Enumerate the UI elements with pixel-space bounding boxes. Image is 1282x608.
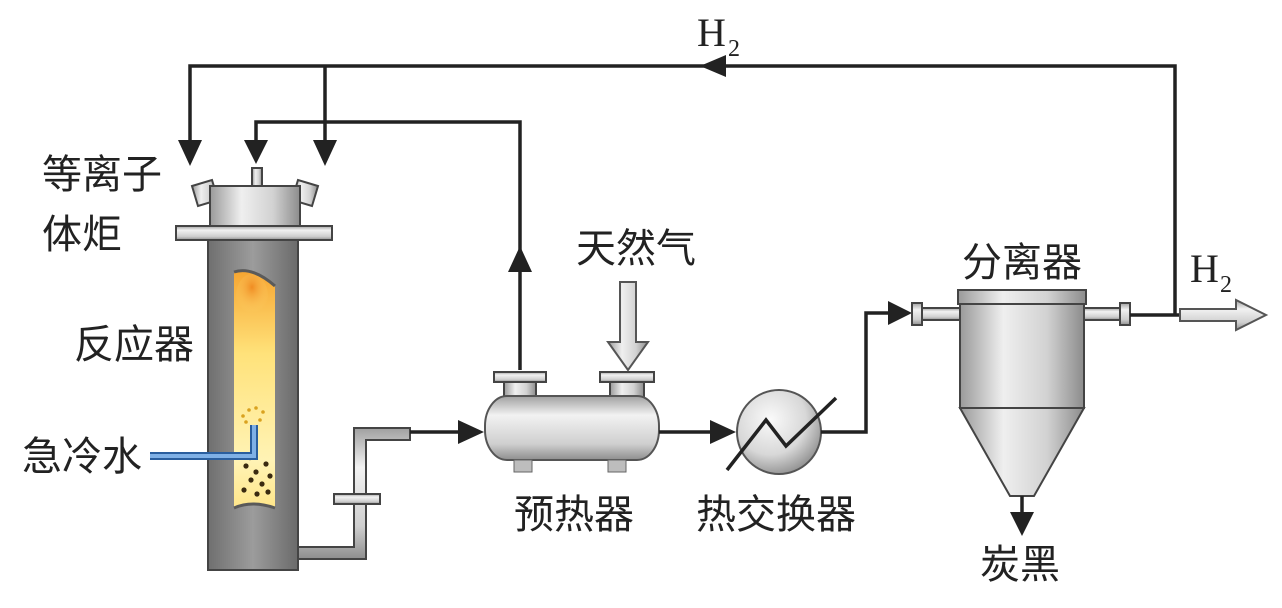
h2-recycle-subscript: 2	[728, 36, 740, 62]
heat-exchanger-inlet-arrow	[710, 420, 736, 444]
quench-water-label: 急冷水	[22, 434, 142, 479]
reactor	[207, 239, 299, 571]
torch-inlet-arrow-right	[313, 140, 337, 166]
preheater-label: 预热器	[514, 492, 634, 537]
heat-exchanger-outlet-line	[821, 301, 912, 434]
separator-inlet-arrow	[888, 301, 912, 325]
separator	[911, 289, 1131, 536]
h2-product-label: H	[1190, 246, 1219, 291]
carbon-black-label: 炭黑	[980, 542, 1060, 587]
plasma-torch-label-line2: 体炬	[42, 212, 122, 257]
reactor-outlet-pipe	[297, 420, 484, 560]
recycle-arrow-left	[700, 55, 726, 77]
torch-center-arrow	[244, 140, 268, 164]
h2-product-outlet	[1130, 298, 1269, 332]
preheater-inlet-arrow	[458, 420, 484, 444]
preheat-return-line	[244, 120, 532, 370]
plasma-torch	[175, 167, 333, 241]
torch-inlet-arrow-left	[178, 140, 202, 166]
natural-gas-arrow	[606, 281, 650, 372]
preheat-up-arrow	[508, 246, 532, 272]
h2-recycle-label: H	[697, 10, 726, 55]
preheater-outlet-line	[659, 420, 736, 444]
quench-spray	[241, 406, 265, 424]
heat-exchanger	[725, 389, 838, 475]
natural-gas-label: 天然气	[576, 226, 696, 271]
separator-label: 分离器	[962, 240, 1082, 285]
heat-exchanger-label: 热交换器	[696, 492, 856, 537]
quench-water-pipe	[150, 425, 258, 460]
carbon-black-out-arrow	[1010, 512, 1034, 536]
plasma-torch-label-line1: 等离子	[42, 152, 162, 197]
h2-recycle-line	[178, 55, 1177, 315]
reactor-label: 反应器	[74, 322, 194, 367]
h2-product-subscript: 2	[1220, 272, 1232, 298]
preheater	[484, 371, 660, 473]
